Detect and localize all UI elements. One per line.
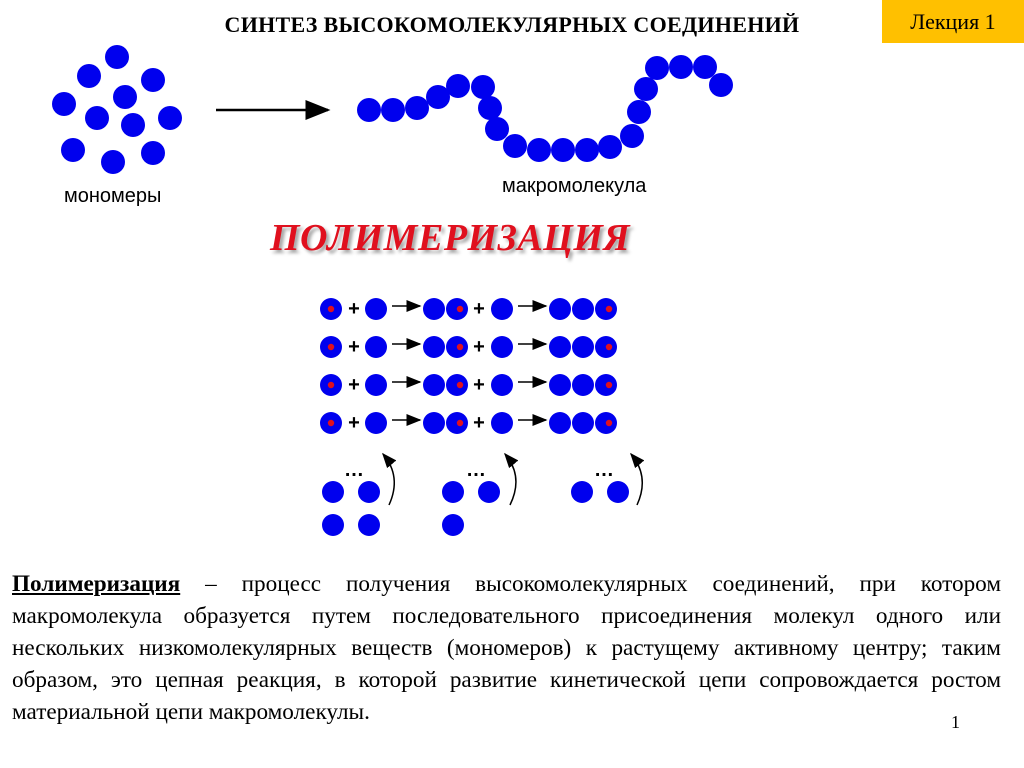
monomer-unit (365, 298, 387, 320)
monomer (158, 106, 182, 130)
monomer-unit (572, 298, 594, 320)
monomer (101, 150, 125, 174)
monomer-unit (549, 374, 571, 396)
monomer-unit (491, 412, 513, 434)
monomer-unit (549, 412, 571, 434)
page-number: 1 (951, 712, 960, 732)
monomer-unit (423, 298, 445, 320)
ellipsis: … (594, 459, 614, 481)
active-center (605, 343, 613, 351)
active-center (327, 343, 335, 351)
monomer-unit (442, 481, 464, 503)
monomer (113, 85, 137, 109)
monomer-unit (549, 336, 571, 358)
monomer-unit (358, 514, 380, 536)
ellipsis: … (466, 459, 486, 481)
monomer (85, 106, 109, 130)
plus-sign: + (348, 412, 360, 434)
monomer-unit (478, 481, 500, 503)
plus-sign: + (473, 298, 485, 320)
chain-unit (357, 98, 381, 122)
monomer-unit (365, 336, 387, 358)
chain-unit (381, 98, 405, 122)
feed-arrow (382, 452, 397, 506)
plus-sign: + (348, 374, 360, 396)
chain-unit (551, 138, 575, 162)
lecture-badge: Лекция 1 (882, 0, 1024, 43)
monomer-unit (491, 374, 513, 396)
monomer (141, 68, 165, 92)
macromolecule-chain (357, 55, 733, 162)
chain-unit (485, 117, 509, 141)
monomer (52, 92, 76, 116)
active-center (456, 305, 464, 313)
monomer (77, 64, 101, 88)
chain-unit (598, 135, 622, 159)
monomer-unit (572, 336, 594, 358)
active-center (456, 419, 464, 427)
macromolecule-label: макромолекула (502, 175, 647, 197)
chain-unit (527, 138, 551, 162)
monomer-unit (322, 514, 344, 536)
feed-arrow (504, 452, 519, 506)
monomer-unit (572, 374, 594, 396)
monomer-unit (549, 298, 571, 320)
monomer-unit (423, 412, 445, 434)
monomer-unit (365, 412, 387, 434)
definition-term: Полимеризация (12, 571, 181, 597)
monomer-unit (423, 336, 445, 358)
chain-unit (669, 55, 693, 79)
monomer-unit (365, 374, 387, 396)
ellipsis: … (344, 459, 364, 481)
chain-unit (709, 73, 733, 97)
monomers-label: мономеры (64, 185, 162, 207)
process-name: ПОЛИМЕРИЗАЦИЯ (270, 217, 631, 259)
plus-sign: + (473, 336, 485, 358)
monomer-unit (491, 298, 513, 320)
polymerization-diagram: + + + + + + + + … … … (52, 45, 733, 536)
monomer-unit (572, 412, 594, 434)
chain-unit (627, 100, 651, 124)
definition-paragraph: Полимеризация – процесс получения высоко… (12, 568, 1001, 728)
monomer (141, 141, 165, 165)
plus-sign: + (348, 336, 360, 358)
monomer-unit (607, 481, 629, 503)
chain-unit (478, 96, 502, 120)
monomer-unit (358, 481, 380, 503)
chain-unit (620, 124, 644, 148)
monomer-unit (442, 514, 464, 536)
active-center (456, 343, 464, 351)
chain-unit (446, 74, 470, 98)
chain-unit (645, 56, 669, 80)
chain-unit (503, 134, 527, 158)
chain-unit (634, 77, 658, 101)
active-center (327, 419, 335, 427)
monomer-unit (491, 336, 513, 358)
definition-text: – процесс получения высокомолекулярных с… (12, 571, 1001, 725)
chain-unit (426, 85, 450, 109)
chain-unit (471, 75, 495, 99)
slide-title: СИНТЕЗ ВЫСОКОМОЛЕКУЛЯРНЫХ СОЕДИНЕНИЙ (224, 12, 800, 37)
active-center (605, 419, 613, 427)
plus-sign: + (348, 298, 360, 320)
monomer-unit (423, 374, 445, 396)
monomer (121, 113, 145, 137)
reaction-scheme: + + + + + + + + … … … (320, 298, 645, 536)
monomer-unit (571, 481, 593, 503)
active-center (456, 381, 464, 389)
monomers-cluster (52, 45, 182, 174)
monomer-unit (322, 481, 344, 503)
monomer (61, 138, 85, 162)
active-center (327, 381, 335, 389)
chain-unit (405, 96, 429, 120)
chain-unit (575, 138, 599, 162)
plus-sign: + (473, 374, 485, 396)
active-center (327, 305, 335, 313)
monomer (105, 45, 129, 69)
active-center (605, 305, 613, 313)
feed-arrow (630, 452, 645, 506)
plus-sign: + (473, 412, 485, 434)
active-center (605, 381, 613, 389)
chain-unit (693, 55, 717, 79)
